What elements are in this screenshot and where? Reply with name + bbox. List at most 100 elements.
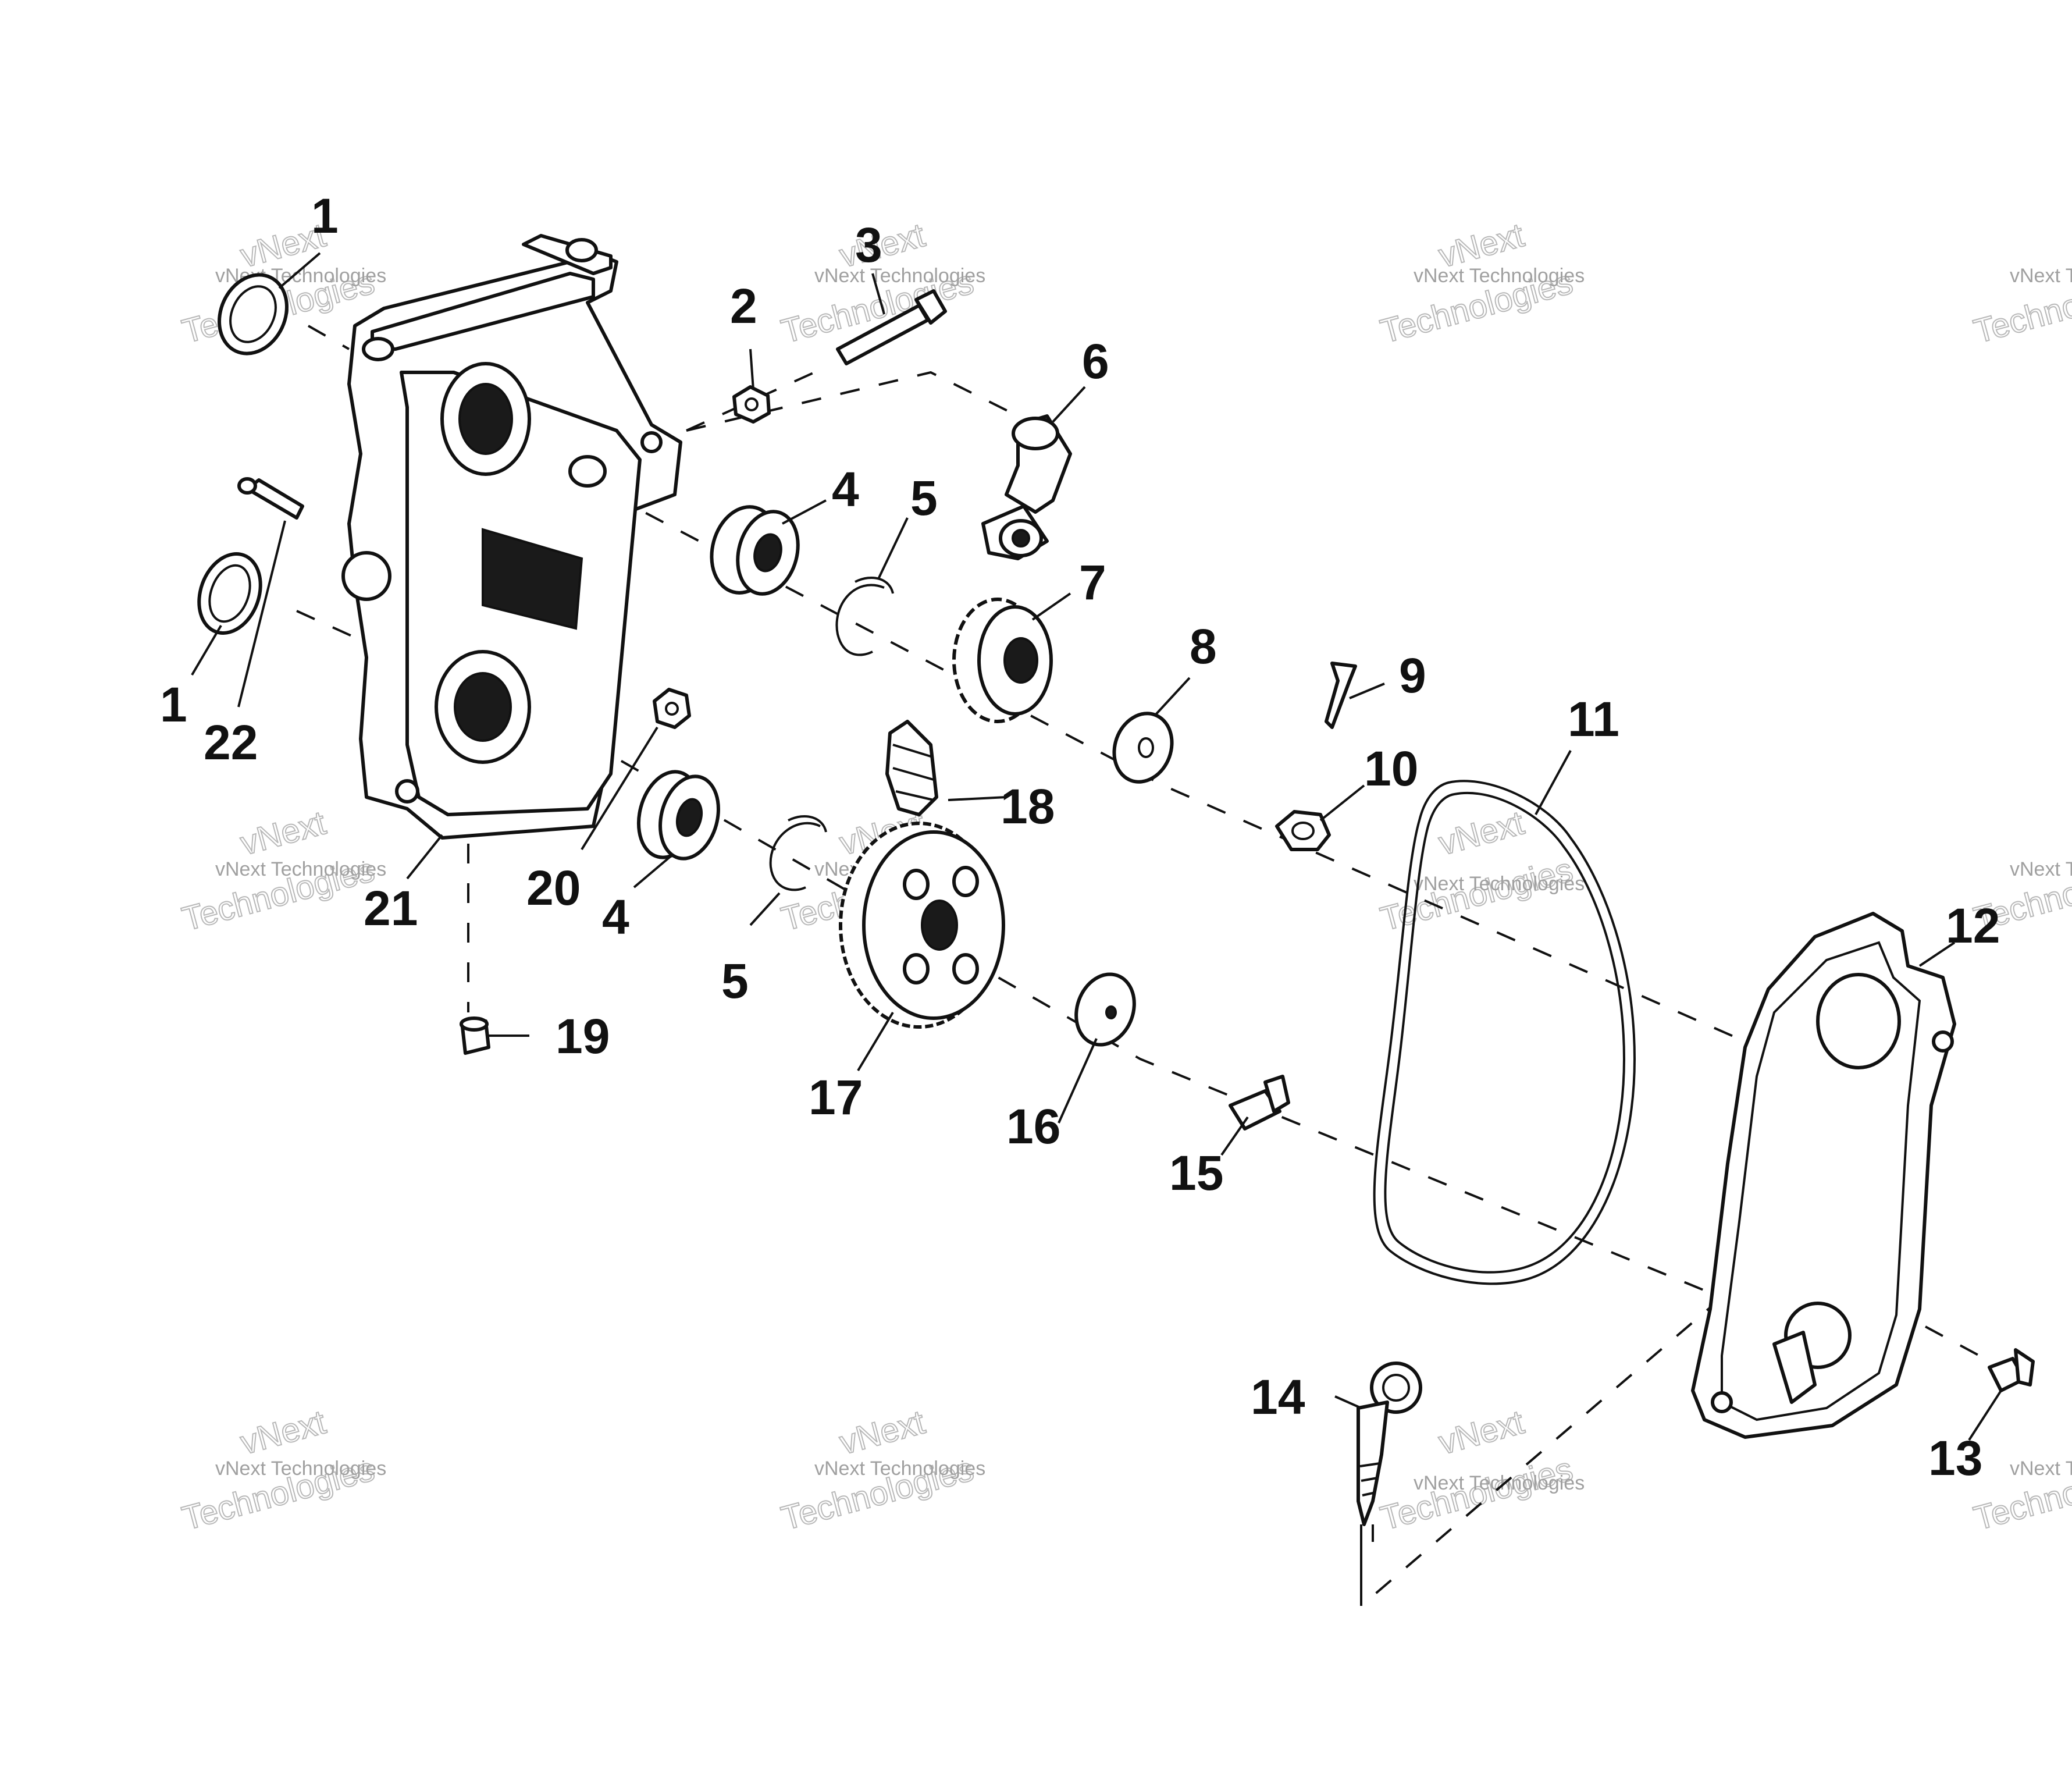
leader-line [857, 1011, 894, 1072]
leader-line [1058, 1038, 1098, 1124]
callout-label-20: 20 [526, 861, 581, 915]
callout-label-1: 1 [311, 189, 339, 243]
callout-label-2: 2 [730, 279, 757, 333]
watermark-text: vNext [237, 804, 330, 862]
bearing-lower-part-4 [636, 770, 720, 861]
watermark: Technologies vNext vNext Technologies [178, 803, 387, 939]
callout-label-8: 8 [1190, 619, 1217, 674]
leader-line [1334, 1395, 1362, 1409]
leader-line [1154, 677, 1191, 717]
watermark-text: vNext Technologies [1414, 265, 1585, 287]
callout-label-1: 1 [160, 677, 187, 732]
leader-lines [191, 252, 2002, 1441]
watermark-text: vNext Technologies [814, 265, 985, 287]
axis-line [296, 610, 361, 641]
callout-label-14: 14 [1251, 1370, 1305, 1424]
pin-part-22 [237, 477, 304, 520]
callout-label-21: 21 [364, 881, 418, 936]
callout-label-6: 6 [1082, 334, 1109, 389]
callout-label-10: 10 [1364, 741, 1418, 796]
snap-ring-lower-part-5 [769, 815, 827, 891]
callout-label-18: 18 [1001, 779, 1055, 834]
large-gear-part-17 [839, 822, 1005, 1029]
axis-line [1360, 1296, 1723, 1607]
leader-line [948, 796, 1007, 801]
callout-label-22: 22 [204, 715, 258, 770]
watermark: Technologies vNext vNext Technologies [178, 1402, 387, 1538]
leader-line [278, 252, 321, 289]
watermark-text: vNext [237, 1403, 330, 1462]
leader-line [633, 854, 673, 888]
watermark: Technologies vNext Technologies [1970, 262, 2072, 351]
washer-part-8 [1112, 712, 1174, 784]
watermark: Technologies vNext Technologies [1970, 1449, 2072, 1538]
cover-part-12 [1691, 912, 1956, 1439]
callout-label-4: 4 [832, 462, 859, 517]
callout-label-15: 15 [1169, 1146, 1223, 1200]
watermark-text: vNext Technologies [1414, 873, 1585, 895]
callout-label-19: 19 [556, 1009, 610, 1064]
axis-line [1360, 1524, 1374, 1606]
sprocket-part-7 [952, 598, 1053, 723]
main-case-half-part-21 [341, 234, 682, 840]
axis-line [552, 720, 1722, 1299]
nut-part-20 [653, 688, 691, 729]
bolt-part-15 [1229, 1075, 1290, 1131]
watermark-text: vNext Technologies [215, 1458, 386, 1480]
callout-label-3: 3 [855, 218, 882, 272]
axis-line [308, 325, 350, 350]
watermark: Technologies vNext vNext Technologies [1376, 215, 1585, 351]
cotter-pin-part-9 [1325, 662, 1357, 729]
leader-line [1319, 784, 1365, 822]
leader-line [581, 726, 658, 851]
callout-label-16: 16 [1006, 1099, 1060, 1154]
callout-label-5: 5 [721, 954, 749, 1008]
callout-label-4: 4 [602, 890, 629, 944]
leader-line [749, 349, 754, 390]
callout-label-9: 9 [1399, 648, 1426, 703]
snap-ring-upper-part-5 [835, 576, 894, 656]
leader-line [877, 517, 909, 580]
watermark-text: vNext Technologies [814, 1458, 985, 1480]
leader-line [1220, 1116, 1249, 1156]
callout-label-5: 5 [910, 471, 938, 525]
watermark-text: vNext [1435, 1403, 1528, 1462]
chain-part-18 [885, 720, 938, 816]
leader-line [1968, 1389, 2002, 1441]
callout-label-11: 11 [1568, 692, 1619, 747]
oil-seal-lower-part-1 [197, 552, 262, 635]
watermark-text: vNext [1435, 804, 1528, 862]
bolt-part-3 [836, 289, 947, 365]
callout-label-13: 13 [1928, 1431, 1982, 1485]
watermark-text: vNext Technologies [215, 858, 386, 880]
callout-label-17: 17 [809, 1070, 863, 1125]
watermark: Technologies vNext vNext Technologies [1376, 803, 1585, 939]
watermark-text: vNext Technologies [2010, 1458, 2072, 1480]
watermark: Technologies vNext vNext Technologies [777, 1402, 986, 1538]
leader-line [406, 834, 443, 880]
washer-part-16 [1074, 972, 1136, 1047]
watermark-text: vNext Technologies [2010, 858, 2072, 880]
lever-arm-part-6 [981, 414, 1072, 560]
axis-line [610, 493, 1746, 1043]
axis-line [1925, 1325, 2002, 1368]
callout-label-12: 12 [1946, 898, 2000, 953]
leader-line [237, 520, 286, 708]
leader-line [1052, 386, 1086, 423]
callout-labels: 1 1 2 3 4 4 5 5 6 7 8 9 10 11 12 13 14 1… [160, 189, 2000, 1485]
leader-line [1918, 941, 1956, 967]
leader-line [1031, 592, 1071, 621]
leader-line [782, 499, 827, 525]
leader-line [1535, 750, 1572, 815]
leader-line [749, 892, 781, 926]
oil-seal-top-part-1 [218, 273, 289, 356]
callout-label-7: 7 [1079, 555, 1106, 610]
hex-nut-part-2 [732, 385, 771, 424]
watermark-text: vNext Technologies [1414, 1472, 1585, 1494]
watermark-text: vNext [836, 1403, 929, 1462]
bearing-upper-part-4 [710, 505, 800, 596]
leader-line [191, 624, 222, 676]
castle-nut-part-10 [1275, 810, 1331, 851]
leader-line [871, 273, 885, 315]
